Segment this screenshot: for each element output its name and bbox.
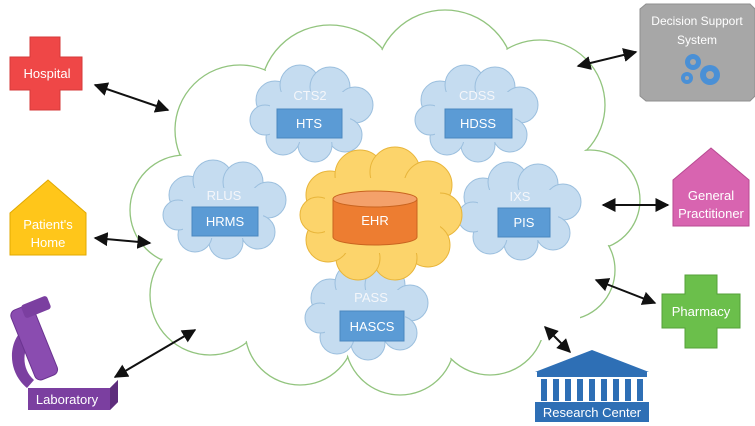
service-label-hdss: HDSS (460, 116, 496, 131)
decision-support-node[interactable]: Decision Support System (639, 3, 755, 102)
gears-icon (681, 54, 720, 85)
cross-icon (661, 274, 741, 349)
database-icon[interactable] (332, 190, 418, 246)
service-box-hascs[interactable] (339, 310, 405, 342)
laboratory-node[interactable]: Laboratory (9, 295, 118, 410)
decision-support-label-line2: System (677, 33, 717, 47)
service-label-hascs: HASCS (350, 319, 395, 334)
arrow-laboratory (113, 329, 197, 378)
pharmacy-node[interactable]: Pharmacy (661, 274, 741, 349)
cloud-label-cts2: CTS2 (293, 88, 326, 103)
arrow-patients-home (93, 232, 152, 249)
cloud-label-rlus: RLUS (207, 188, 242, 203)
service-box-hdss[interactable] (444, 108, 513, 139)
microscope-icon (10, 296, 118, 410)
service-label-hts: HTS (296, 116, 322, 131)
house-icon (9, 179, 87, 256)
research-center-label: Research Center (543, 405, 642, 420)
ehr-cloud: EHR (299, 146, 463, 281)
general-practitioner-label-line1: General (688, 188, 734, 203)
patients-home-node[interactable]: Patient's Home (9, 179, 87, 256)
laboratory-label: Laboratory (36, 392, 99, 407)
cross-icon (9, 36, 83, 111)
service-box-hts[interactable] (276, 108, 343, 139)
service-box-hrms[interactable] (191, 206, 259, 237)
general-practitioner-node[interactable]: General Practitioner (672, 147, 750, 227)
connections (93, 48, 670, 378)
cloud-label-ixs: IXS (510, 189, 531, 204)
service-cloud-cts2: CTS2 HTS (249, 64, 374, 163)
building-icon (535, 350, 649, 422)
service-label-pis: PIS (514, 215, 535, 230)
arrow-pharmacy (594, 278, 657, 305)
arrow-hospital (93, 82, 170, 113)
hospital-label: Hospital (24, 66, 71, 81)
research-center-node[interactable]: Research Center (535, 350, 649, 422)
ehr-label: EHR (361, 213, 388, 228)
patients-home-label-line2: Home (31, 235, 66, 250)
service-cloud-rlus: RLUS HRMS (162, 159, 287, 260)
arrow-decision-support (576, 48, 638, 70)
service-box-pis[interactable] (497, 207, 551, 238)
hospital-node[interactable]: Hospital (9, 36, 83, 111)
service-cloud-ixs: IXS PIS (457, 161, 582, 261)
patients-home-label-line1: Patient's (23, 217, 73, 232)
general-practitioner-label-line2: Practitioner (678, 206, 744, 221)
service-label-hrms: HRMS (206, 214, 245, 229)
cloud-label-pass: PASS (354, 290, 388, 305)
decision-support-label-line1: Decision Support (651, 14, 743, 28)
pharmacy-label: Pharmacy (672, 304, 731, 319)
house-icon (672, 147, 750, 227)
service-cloud-cdss: CDSS HDSS (414, 64, 539, 163)
cloud-label-cdss: CDSS (459, 88, 495, 103)
arrow-research-center (544, 326, 571, 353)
